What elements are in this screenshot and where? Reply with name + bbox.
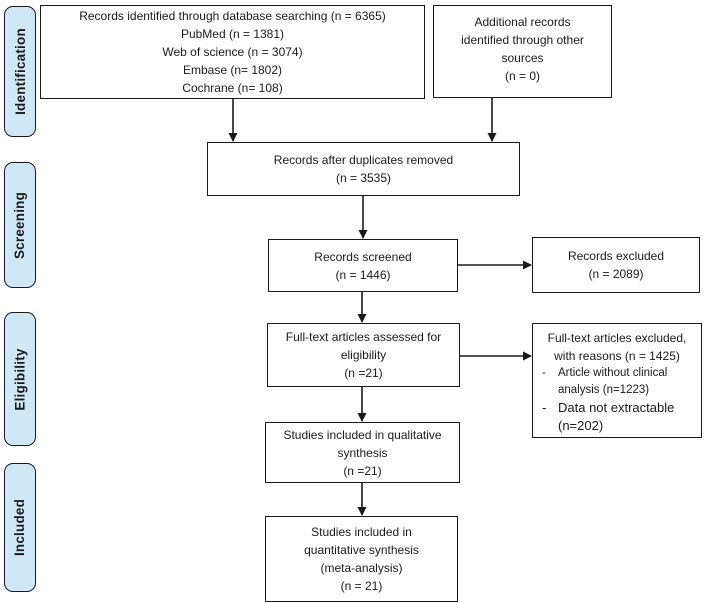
box-text-line: (n = 3535) bbox=[335, 171, 392, 185]
box-text-line: PubMed (n = 1381) bbox=[180, 27, 285, 41]
box-text-line: Embase (n= 1802) bbox=[182, 63, 283, 77]
bullet-dash: - bbox=[542, 367, 546, 379]
box-text-line: Full-text articles assessed for bbox=[285, 330, 442, 344]
box-text-line: Additional records bbox=[474, 15, 571, 29]
bullet-dash: - bbox=[542, 400, 547, 415]
box-text-line: (meta-analysis) bbox=[320, 561, 403, 575]
box-text-line: (n =21) bbox=[343, 463, 382, 478]
box-text-line: (n =21) bbox=[344, 366, 383, 380]
stage-label-identification: Identification bbox=[4, 6, 36, 137]
stage-label-eligibility: Eligibility bbox=[4, 312, 36, 446]
exclusion-reason-text: Article without clinical analysis (n=122… bbox=[558, 367, 668, 396]
box-duplicates-removed: Records after duplicates removed (n = 35… bbox=[207, 142, 520, 196]
exclusion-reason-item: - Article without clinical analysis (n=1… bbox=[536, 365, 698, 399]
box-text-line: Studies included in qualitative bbox=[283, 427, 442, 442]
box-text-line: (n = 1446) bbox=[335, 267, 391, 282]
stage-label-text: Identification bbox=[12, 28, 28, 115]
box-additional-records: Additional records identified through ot… bbox=[433, 5, 612, 98]
exclusion-reason-text: Data not extractable (n=202) bbox=[558, 400, 675, 433]
box-text-line: Records after duplicates removed bbox=[273, 153, 454, 167]
box-records-excluded: Records excluded (n = 2089) bbox=[532, 237, 700, 293]
exclusion-reason-item: - Data not extractable (n=202) bbox=[536, 399, 698, 435]
box-quantitative-synthesis: Studies included in quantitative synthes… bbox=[265, 516, 458, 602]
box-records-screened: Records screened (n = 1446) bbox=[268, 239, 458, 292]
box-text-line: identified through other bbox=[461, 33, 584, 47]
box-fulltext-assessed: Full-text articles assessed for eligibil… bbox=[267, 323, 460, 387]
stage-label-screening: Screening bbox=[4, 162, 36, 288]
box-text-line: (n = 2089) bbox=[588, 267, 644, 281]
box-text-line: (n = 21) bbox=[340, 579, 383, 593]
box-text-line: Records screened bbox=[314, 249, 412, 264]
box-text-line: sources bbox=[501, 51, 544, 65]
box-text-line: Web of science (n = 3074) bbox=[162, 45, 303, 59]
stage-label-text: Included bbox=[12, 498, 28, 557]
box-text-line: synthesis bbox=[337, 445, 388, 460]
box-text-line: Records identified through database sear… bbox=[79, 9, 386, 23]
box-qualitative-synthesis: Studies included in qualitative synthesi… bbox=[265, 422, 460, 483]
stage-label-text: Eligibility bbox=[12, 347, 28, 411]
box-text-line: quantitative synthesis bbox=[304, 543, 419, 557]
box-text-line: with reasons (n = 1425) bbox=[554, 349, 680, 363]
stage-label-included: Included bbox=[4, 463, 36, 592]
box-text-line: Records excluded bbox=[567, 249, 665, 263]
box-text-line: eligibility bbox=[340, 348, 387, 362]
box-text-line: Studies included in bbox=[311, 525, 412, 539]
box-text-line: (n = 0) bbox=[504, 69, 540, 83]
box-text-line: Cochrane (n= 108) bbox=[182, 81, 283, 95]
stage-label-text: Screening bbox=[12, 191, 28, 259]
box-records-identified: Records identified through database sear… bbox=[40, 5, 425, 99]
box-fulltext-excluded: Full-text articles excluded, with reason… bbox=[532, 323, 702, 438]
box-text-line: Full-text articles excluded, bbox=[547, 331, 687, 345]
